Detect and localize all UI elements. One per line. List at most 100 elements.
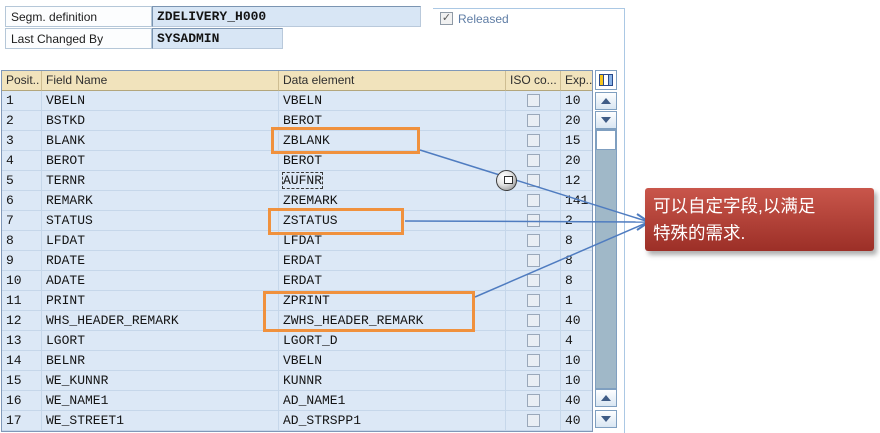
scroll-down-button[interactable] [595,111,617,129]
scrollbar-track[interactable] [595,129,617,389]
iso-checkbox[interactable] [526,334,540,347]
cell-field-name[interactable]: BEROT [42,151,279,171]
cell-data-element[interactable]: LFDAT [279,231,506,251]
cell-position[interactable]: 3 [2,131,42,151]
cell-position[interactable]: 11 [2,291,42,311]
cell-field-name[interactable]: VBELN [42,91,279,111]
cell-exp-length[interactable]: 8 [561,271,592,291]
cell-data-element[interactable]: ERDAT [279,271,506,291]
scroll-up-button[interactable] [595,92,617,110]
cell-exp-length[interactable]: 40 [561,391,592,411]
iso-checkbox[interactable] [526,374,540,387]
cell-field-name[interactable]: BELNR [42,351,279,371]
cell-field-name[interactable]: LGORT [42,331,279,351]
cell-exp-length[interactable]: 4 [561,331,592,351]
cell-data-element[interactable]: ERDAT [279,251,506,271]
col-header-field-name[interactable]: Field Name [42,71,279,91]
cell-exp-length[interactable]: 2 [561,211,592,231]
cell-field-name[interactable]: BLANK [42,131,279,151]
cell-position[interactable]: 13 [2,331,42,351]
cell-exp-length[interactable]: 12 [561,171,592,191]
cell-exp-length[interactable]: 10 [561,91,592,111]
released-label: Released [458,12,509,26]
iso-checkbox[interactable] [526,154,540,167]
cell-data-element[interactable]: KUNNR [279,371,506,391]
cell-field-name[interactable]: ADATE [42,271,279,291]
cell-position[interactable]: 4 [2,151,42,171]
cell-exp-length[interactable]: 20 [561,151,592,171]
cell-data-element[interactable]: LGORT_D [279,331,506,351]
cell-data-element[interactable]: VBELN [279,351,506,371]
cell-position[interactable]: 7 [2,211,42,231]
cell-field-name[interactable]: BSTKD [42,111,279,131]
cell-data-element[interactable]: ZPRINT [279,291,506,311]
last-changed-by-field[interactable]: SYSADMIN [152,28,283,49]
col-header-position[interactable]: Posit.. [2,71,42,91]
col-header-data-element[interactable]: Data element [279,71,506,91]
scroll-bottom-down-button[interactable] [595,410,617,428]
cell-field-name[interactable]: LFDAT [42,231,279,251]
col-header-iso-code[interactable]: ISO co... [506,71,561,91]
cell-field-name[interactable]: WE_KUNNR [42,371,279,391]
cell-position[interactable]: 8 [2,231,42,251]
iso-checkbox[interactable] [526,194,540,207]
cell-field-name[interactable]: RDATE [42,251,279,271]
cell-data-element[interactable]: ZBLANK [279,131,506,151]
iso-checkbox[interactable] [526,294,540,307]
cell-position[interactable]: 5 [2,171,42,191]
cell-field-name[interactable]: STATUS [42,211,279,231]
segm-definition-field[interactable]: ZDELIVERY_H000 [152,6,421,27]
cell-position[interactable]: 2 [2,111,42,131]
iso-checkbox[interactable] [526,414,540,427]
cell-position[interactable]: 16 [2,391,42,411]
cell-field-name[interactable]: REMARK [42,191,279,211]
iso-checkbox[interactable] [526,234,540,247]
cell-exp-length[interactable]: 10 [561,351,592,371]
cell-exp-length[interactable]: 8 [561,231,592,251]
cell-exp-length[interactable]: 1 [561,291,592,311]
iso-checkbox[interactable] [526,134,540,147]
cell-field-name[interactable]: TERNR [42,171,279,191]
cell-position[interactable]: 17 [2,411,42,431]
cell-exp-length[interactable]: 40 [561,411,592,431]
cell-data-element[interactable]: ZWHS_HEADER_REMARK [279,311,506,331]
cell-exp-length[interactable]: 15 [561,131,592,151]
cell-position[interactable]: 15 [2,371,42,391]
cell-field-name[interactable]: WE_NAME1 [42,391,279,411]
col-header-exp-length[interactable]: Exp... [561,71,592,91]
scrollbar-thumb[interactable] [596,130,616,150]
iso-checkbox[interactable] [526,114,540,127]
scroll-bottom-up-button[interactable] [595,389,617,407]
iso-checkbox[interactable] [526,94,540,107]
cell-position[interactable]: 9 [2,251,42,271]
cell-data-element[interactable]: BEROT [279,111,506,131]
cell-exp-length[interactable]: 8 [561,251,592,271]
cell-data-element[interactable]: AD_NAME1 [279,391,506,411]
cell-field-name[interactable]: WHS_HEADER_REMARK [42,311,279,331]
iso-checkbox[interactable] [526,174,540,187]
cell-data-element[interactable]: AUFNR [279,171,506,191]
cell-exp-length[interactable]: 20 [561,111,592,131]
cell-position[interactable]: 6 [2,191,42,211]
iso-checkbox[interactable] [526,274,540,287]
cell-exp-length[interactable]: 40 [561,311,592,331]
cell-position[interactable]: 1 [2,91,42,111]
cell-data-element[interactable]: BEROT [279,151,506,171]
iso-checkbox[interactable] [526,214,540,227]
cell-field-name[interactable]: WE_STREET1 [42,411,279,431]
iso-checkbox[interactable] [526,354,540,367]
cell-position[interactable]: 10 [2,271,42,291]
released-checkbox[interactable]: ✓ [440,12,453,25]
cell-position[interactable]: 14 [2,351,42,371]
cell-exp-length[interactable]: 141 [561,191,592,211]
cell-data-element[interactable]: AD_STRSPP1 [279,411,506,431]
iso-checkbox[interactable] [526,254,540,267]
cell-position[interactable]: 12 [2,311,42,331]
cell-exp-length[interactable]: 10 [561,371,592,391]
cell-iso-code [506,351,561,371]
cell-field-name[interactable]: PRINT [42,291,279,311]
cell-data-element[interactable]: VBELN [279,91,506,111]
table-settings-button[interactable] [595,70,617,90]
iso-checkbox[interactable] [526,394,540,407]
iso-checkbox[interactable] [526,314,540,327]
